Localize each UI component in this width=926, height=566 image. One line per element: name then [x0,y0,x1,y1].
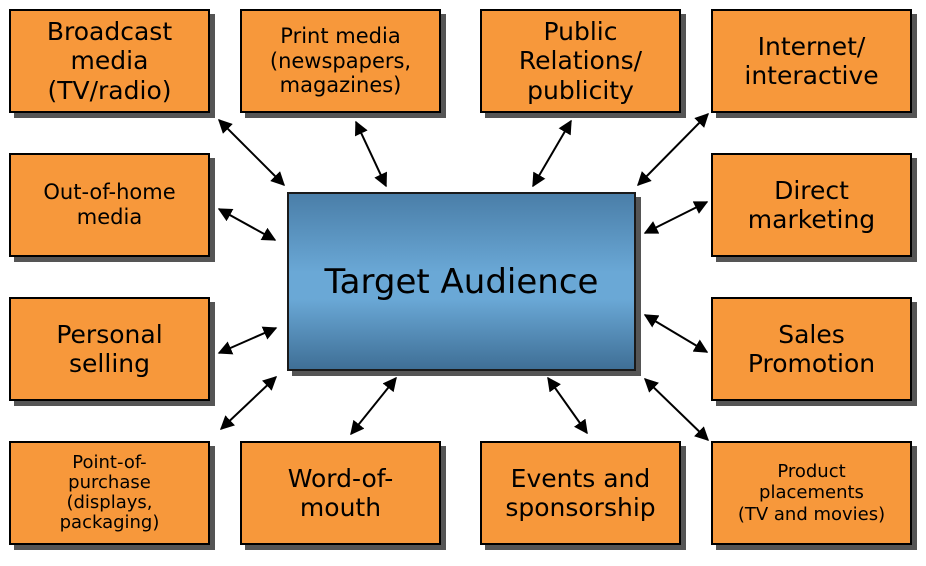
node-label: Internet/ interactive [744,31,879,91]
arrow-print-media [355,120,387,188]
arrow-sales-promotion [643,314,709,353]
node-label: Print media (newspapers, magazines) [269,23,412,98]
node-internet-interactive: Internet/ interactive [711,9,912,113]
node-label: Public Relations/ publicity [518,16,643,105]
node-label: Product placements (TV and movies) [737,461,886,525]
node-broadcast-media: Broadcast media (TV/radio) [9,9,210,113]
arrow-broadcast-media [218,119,285,186]
arrow-internet-interactive [637,113,709,186]
node-events-sponsorship: Events and sponsorship [480,441,681,545]
node-label: Out-of-home media [43,180,176,229]
node-point-of-purchase: Point-of- purchase (displays, packaging) [9,441,210,545]
node-direct-marketing: Direct marketing [711,153,912,257]
arrow-events-sponsorship [547,376,588,435]
node-label: Personal selling [56,319,163,379]
node-product-placements: Product placements (TV and movies) [711,441,912,545]
node-label: Word-of- mouth [287,463,394,523]
arrow-public-relations [532,119,572,188]
arrow-word-of-mouth [350,376,397,436]
arrow-point-of-purchase [219,376,278,430]
node-print-media: Print media (newspapers, magazines) [240,9,441,113]
node-label: Point-of- purchase (displays, packaging) [59,451,160,534]
node-label: Direct marketing [747,175,876,235]
node-label: Broadcast media (TV/radio) [46,16,173,105]
arrow-direct-marketing [643,201,709,234]
arrow-out-of-home-media [217,208,277,241]
node-sales-promotion: Sales Promotion [711,297,912,401]
arrow-product-placements [643,378,710,441]
target-audience-box: Target Audience [287,192,636,371]
node-label: Sales Promotion [747,319,876,379]
node-out-of-home-media: Out-of-home media [9,153,210,257]
node-personal-selling: Personal selling [9,297,210,401]
node-public-relations: Public Relations/ publicity [480,9,681,113]
node-label: Events and sponsorship [505,463,656,523]
node-word-of-mouth: Word-of- mouth [240,441,441,545]
target-audience-label: Target Audience [324,261,599,302]
arrow-personal-selling [217,326,278,355]
